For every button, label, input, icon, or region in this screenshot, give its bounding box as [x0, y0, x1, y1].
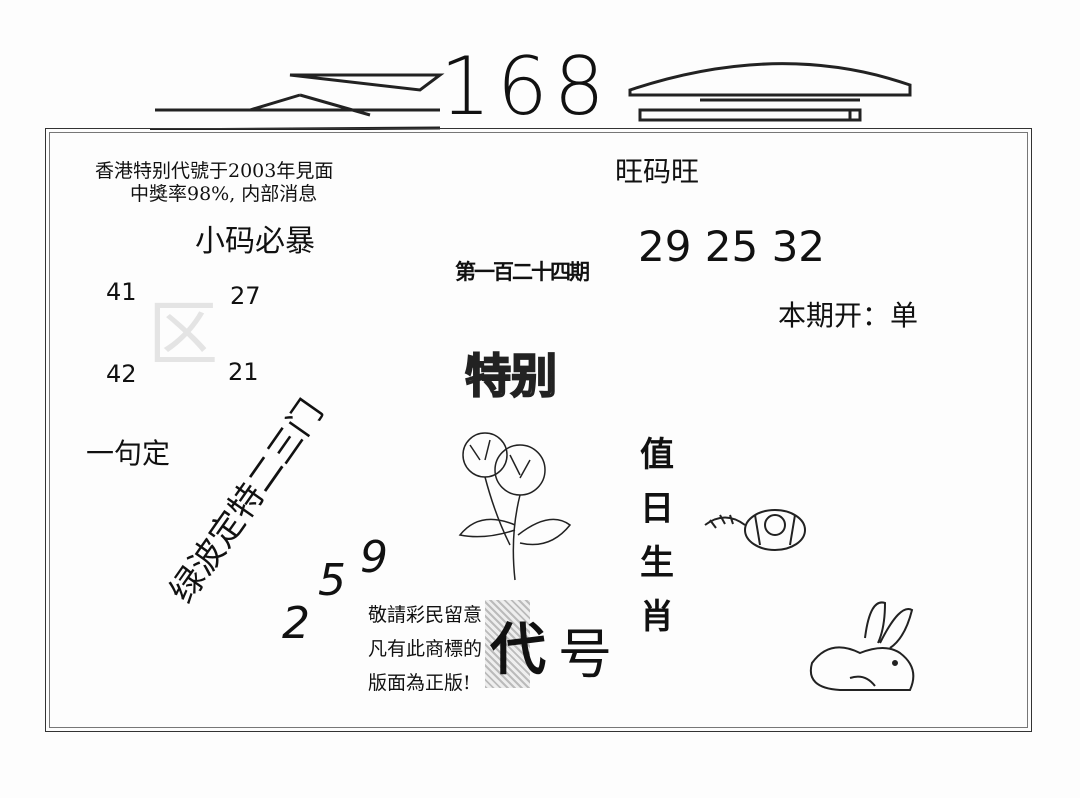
- small-code-number: 21: [228, 358, 259, 386]
- zodiac-char: 肖: [640, 597, 674, 637]
- code-digit: 2: [282, 598, 310, 649]
- rabbit-icon: [809, 601, 915, 691]
- notice-line: 凡有此商標的: [368, 638, 483, 660]
- code-label-b: 号: [558, 623, 612, 686]
- one-sentence-label: 一句定: [86, 437, 171, 470]
- zodiac-char: 日: [640, 489, 674, 529]
- code-label-a: 代: [490, 618, 546, 683]
- logo: 168: [440, 40, 611, 133]
- result-text: 本期开：单: [778, 299, 919, 332]
- header-ornament-icon: [149, 62, 912, 130]
- notice: 敬請彩民留意 凡有此商標的 版面為正版!: [368, 598, 482, 700]
- wang-title: 旺码旺: [615, 155, 700, 188]
- tiger-icon: [704, 509, 806, 551]
- small-code-title: 小码必暴: [195, 224, 315, 259]
- notice-line: 敬請彩民留意: [368, 604, 483, 626]
- zodiac-label: 值 日 生 肖: [640, 428, 680, 644]
- intro-line-1: 香港特别代號于2003年見面: [95, 160, 334, 182]
- issue-number: 第一百二十四期: [455, 260, 590, 284]
- wang-numbers: 29 25 32: [638, 222, 826, 271]
- special-title: 特别: [464, 348, 558, 404]
- trademark-image: [485, 600, 530, 688]
- small-code-number: 27: [230, 282, 261, 310]
- small-code-number: 42: [106, 360, 137, 388]
- chrysanthemum-icon: [458, 432, 572, 581]
- code-digit: 5: [318, 555, 346, 606]
- intro-line-2: 中獎率98%, 内部消息: [130, 183, 318, 205]
- zodiac-char: 生: [640, 543, 674, 583]
- small-code-number: 41: [106, 278, 137, 306]
- content-frame: [45, 128, 1032, 732]
- watermark: 区: [148, 293, 218, 375]
- code-digit: 9: [360, 532, 388, 583]
- notice-line: 版面為正版!: [368, 672, 471, 694]
- zodiac-char: 值: [640, 435, 674, 475]
